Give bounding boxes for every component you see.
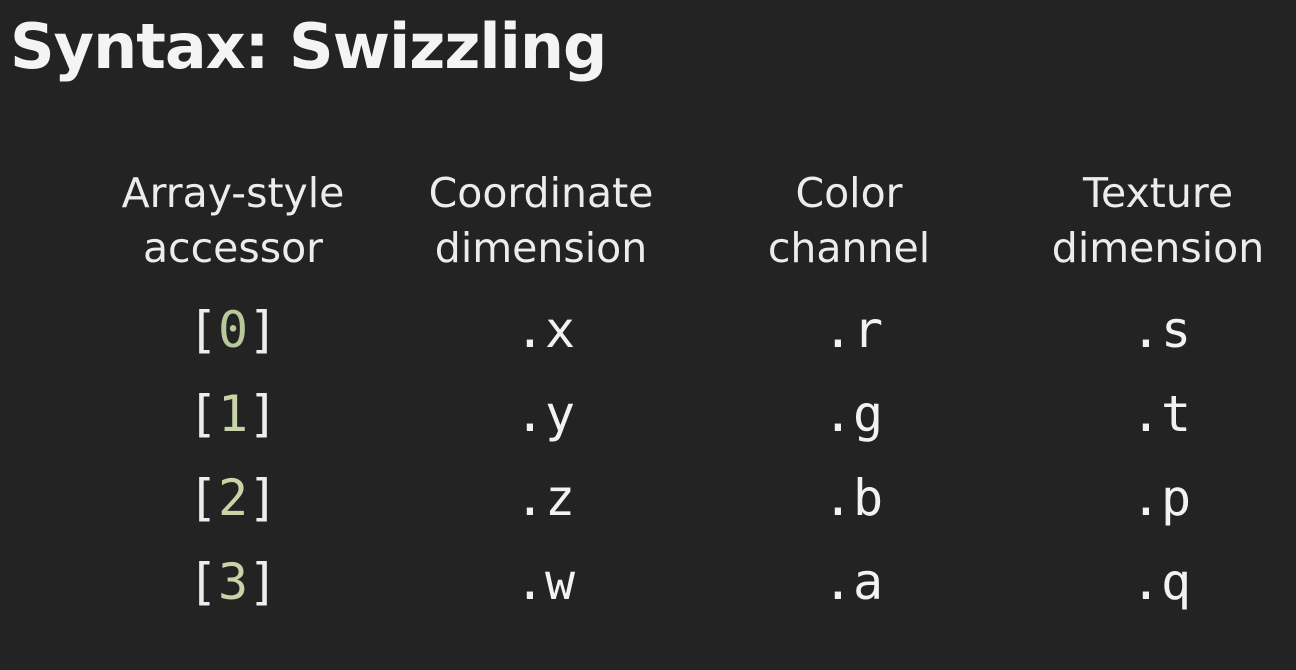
coordinate-cell: .x xyxy=(514,301,576,359)
column-header-line: channel xyxy=(767,224,931,272)
coordinate-cell: .w xyxy=(514,553,576,611)
column-header-line: Texture xyxy=(1082,169,1234,217)
open-bracket: [ xyxy=(187,469,218,527)
texture-cell: .t xyxy=(1130,385,1192,443)
texture-cell: .s xyxy=(1130,301,1192,359)
close-bracket: ] xyxy=(248,469,279,527)
texture-cell: .p xyxy=(1130,469,1192,527)
open-bracket: [ xyxy=(187,385,218,443)
color-channel-cell: .a xyxy=(822,553,884,611)
column-header-line: dimension xyxy=(434,224,648,272)
index-number: 0 xyxy=(217,301,249,359)
index-number: 3 xyxy=(217,553,249,611)
index-number: 1 xyxy=(217,385,249,443)
coordinate-cell: .y xyxy=(514,385,576,443)
close-bracket: ] xyxy=(248,385,279,443)
column-header-line: accessor xyxy=(142,224,324,272)
close-bracket: ] xyxy=(248,553,279,611)
array-index-cell: [2] xyxy=(133,468,333,528)
array-index-cell: [3] xyxy=(133,552,333,612)
texture-cell: .q xyxy=(1130,553,1192,611)
array-index-cell: [1] xyxy=(133,384,333,444)
column-header-texture-dimension: Texture dimension xyxy=(998,166,1296,276)
array-index-cell: [0] xyxy=(133,300,333,360)
open-bracket: [ xyxy=(187,301,218,359)
close-bracket: ] xyxy=(248,301,279,359)
color-channel-cell: .g xyxy=(822,385,884,443)
color-channel-cell: .b xyxy=(822,469,884,527)
column-header-line: Color xyxy=(795,169,903,217)
column-header-line: Array-style xyxy=(121,169,345,217)
column-header-coordinate-dimension: Coordinate dimension xyxy=(381,166,701,276)
column-header-line: Coordinate xyxy=(428,169,654,217)
slide-title: Syntax: Swizzling xyxy=(10,10,607,83)
open-bracket: [ xyxy=(187,553,218,611)
coordinate-cell: .z xyxy=(514,469,576,527)
column-header-array-accessor: Array-style accessor xyxy=(73,166,393,276)
color-channel-cell: .r xyxy=(822,301,884,359)
column-header-line: dimension xyxy=(1051,224,1265,272)
index-number: 2 xyxy=(217,469,249,527)
column-header-color-channel: Color channel xyxy=(689,166,1009,276)
